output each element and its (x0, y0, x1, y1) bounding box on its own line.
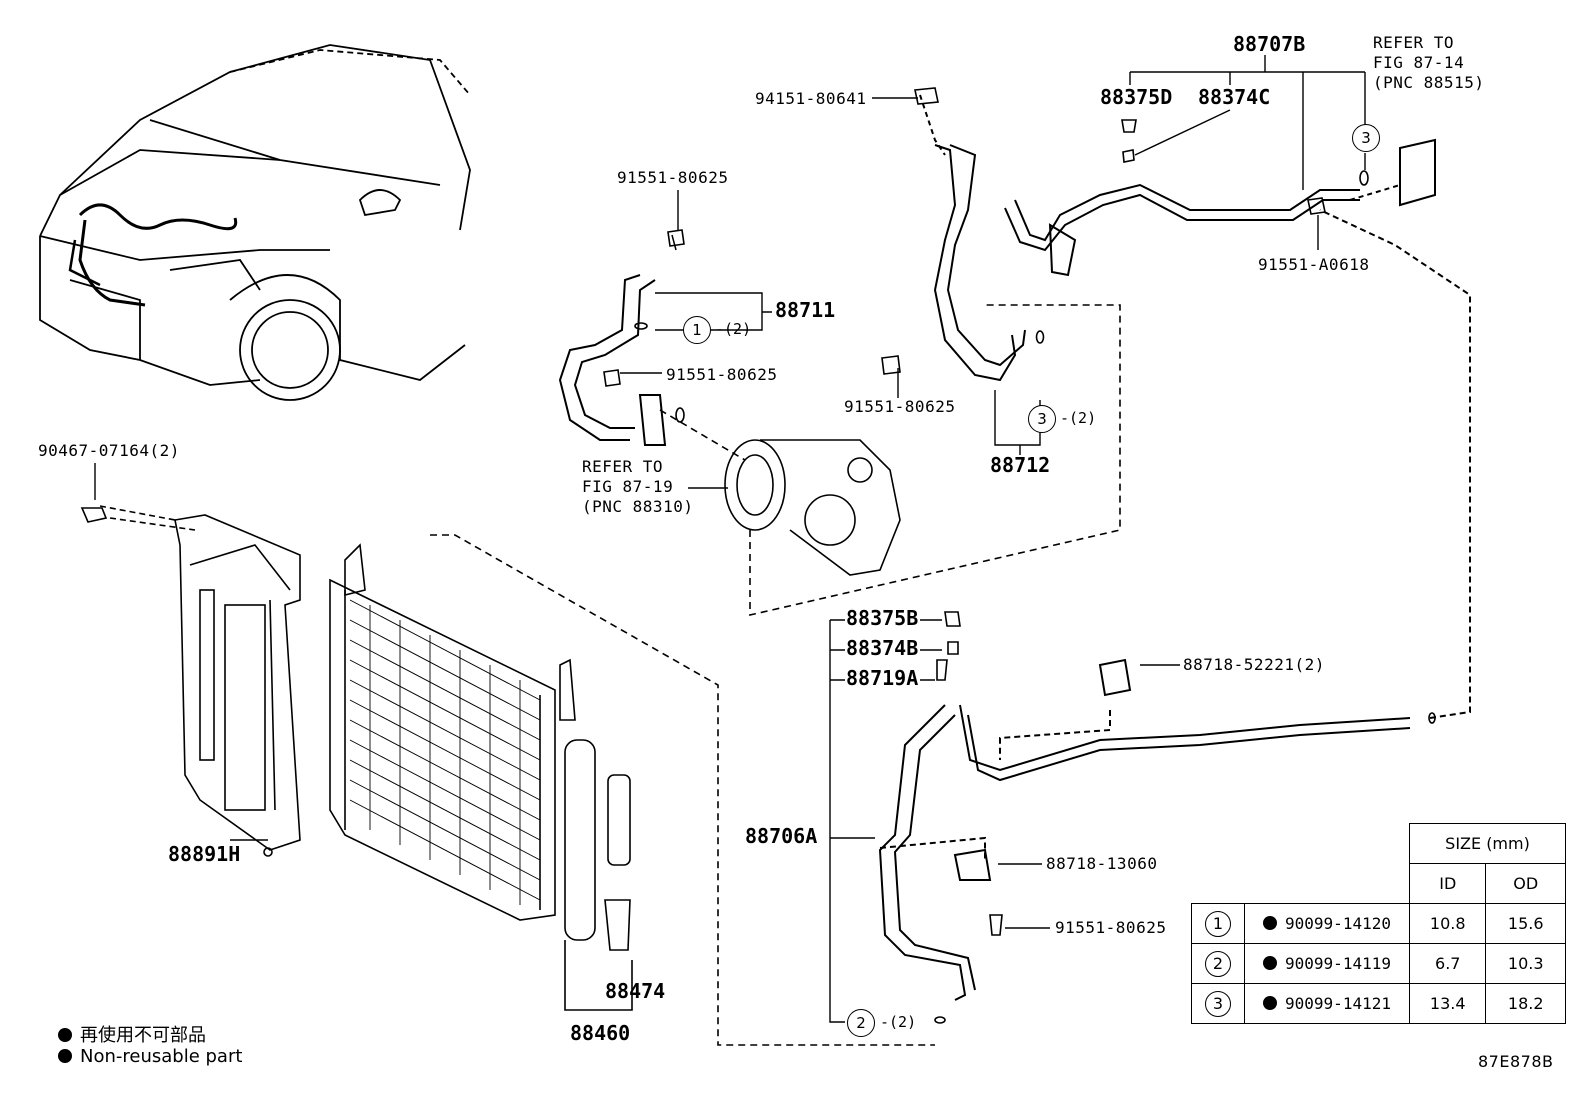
legend-english-text: Non-reusable part (80, 1046, 243, 1067)
row-part: 90099-14121 (1285, 994, 1391, 1013)
part-label-91551-80625-top: 91551-80625 (617, 168, 729, 187)
size-row: 2 90099-14119 6.7 10.3 (1191, 943, 1566, 984)
small-fittings (603, 87, 1436, 1024)
row-od: 18.2 (1485, 983, 1566, 1024)
legend-dot-icon (58, 1049, 72, 1063)
row-num: 1 (1205, 910, 1231, 937)
refer-note-fig-87-19: REFER TO FIG 87-19 (PNC 88310) (582, 457, 694, 516)
gasket-marker-2: 2 (847, 1009, 875, 1037)
gasket-marker-3-mid: 3 (1028, 405, 1056, 433)
legend-english: Non-reusable part (58, 1046, 242, 1067)
gasket-marker-2-qty: -(2) (880, 1013, 917, 1031)
row-od: 15.6 (1485, 903, 1566, 944)
fan-shroud (80, 505, 301, 857)
leader-lines (94, 55, 1366, 1023)
pipe-88707B (1004, 138, 1436, 277)
pipe-88706A (878, 209, 1471, 1001)
non-reusable-dot-icon (1263, 916, 1278, 930)
non-reusable-dot-icon (1263, 996, 1278, 1010)
hose-88711 (558, 234, 677, 446)
part-label-88375D: 88375D (1100, 85, 1173, 109)
gasket-marker-1: 1 (683, 316, 711, 344)
legend-japanese-text: 再使用不可部品 (80, 1025, 206, 1046)
part-label-91551-80625-mid: 91551-80625 (666, 365, 778, 384)
vehicle-illustration (39, 44, 471, 401)
part-label-91551-80625-hose: 91551-80625 (844, 397, 956, 416)
diagram-code: 87E878B (1478, 1052, 1554, 1071)
legend-dot-icon (58, 1028, 72, 1042)
row-part: 90099-14120 (1285, 914, 1391, 933)
part-label-88712: 88712 (990, 453, 1051, 477)
row-part: 90099-14119 (1285, 954, 1391, 973)
part-label-88460: 88460 (570, 1021, 631, 1045)
condenser (329, 534, 935, 1046)
part-label-88375B: 88375B (846, 606, 919, 630)
part-label-88891H: 88891H (168, 842, 241, 866)
part-label-88719A: 88719A (846, 666, 919, 690)
size-header: SIZE (mm) (1409, 823, 1566, 864)
col-od-header: OD (1485, 863, 1566, 904)
gasket-marker-3-qty: -(2) (1060, 409, 1097, 427)
row-id: 10.8 (1408, 903, 1487, 944)
part-label-91551-A0618: 91551-A0618 (1258, 255, 1370, 274)
hose-88712 (919, 94, 1026, 382)
part-label-88718-13060: 88718-13060 (1046, 854, 1158, 873)
refer-note-fig-87-14: REFER TO FIG 87-14 (PNC 88515) (1373, 33, 1485, 92)
compressor (659, 304, 1121, 617)
row-num: 3 (1205, 990, 1231, 1017)
row-num: 2 (1205, 950, 1231, 977)
row-id: 13.4 (1408, 983, 1487, 1024)
legend-japanese: 再使用不可部品 (58, 1021, 206, 1047)
size-row: 3 90099-14121 13.4 18.2 (1191, 983, 1566, 1024)
gasket-size-table: SIZE (mm) ID OD 1 90099-14120 10.8 15.6 … (1191, 823, 1566, 1024)
part-label-90467-07164: 90467-07164(2) (38, 441, 180, 460)
part-label-88711: 88711 (775, 298, 836, 322)
part-label-88718-52221: 88718-52221(2) (1183, 655, 1325, 674)
gasket-marker-3-top: 3 (1352, 124, 1380, 152)
size-row: 1 90099-14120 10.8 15.6 (1191, 903, 1566, 944)
row-id: 6.7 (1408, 943, 1487, 984)
col-id-header: ID (1408, 863, 1487, 904)
part-label-91551-80625-bottom: 91551-80625 (1055, 918, 1167, 937)
part-label-94151-80641: 94151-80641 (755, 89, 867, 108)
part-label-88707B: 88707B (1233, 32, 1306, 56)
part-label-88374B: 88374B (846, 636, 919, 660)
part-label-88706A: 88706A (745, 824, 818, 848)
gasket-marker-1-qty: -(2) (715, 320, 752, 338)
part-label-88474: 88474 (605, 979, 666, 1003)
part-label-88374C: 88374C (1198, 85, 1271, 109)
row-od: 10.3 (1485, 943, 1566, 984)
non-reusable-dot-icon (1263, 956, 1278, 970)
